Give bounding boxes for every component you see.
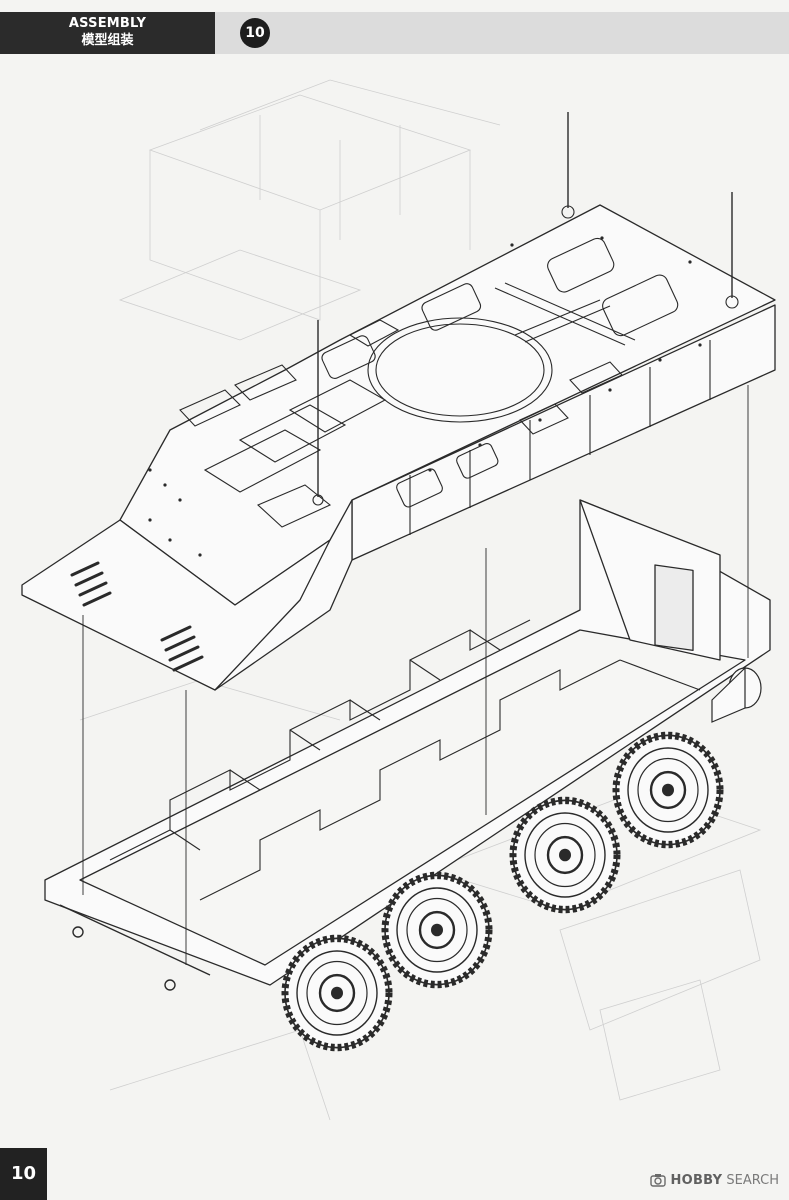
section-title-cn: 模型组装 (81, 33, 134, 48)
section-title-en: ASSEMBLY (68, 16, 147, 31)
wheel-1 (285, 938, 389, 1047)
assembly-guide-lines (82, 385, 749, 965)
rear-exhaust (711, 666, 762, 723)
rivets (148, 236, 702, 557)
camera-icon (650, 1174, 667, 1187)
antennas (317, 112, 733, 497)
watermark: HOBBY SEARCH (650, 1170, 779, 1190)
lower-hull-floor (79, 629, 746, 966)
wheel-2 (385, 875, 489, 984)
watermark-sub: SEARCH (726, 1172, 779, 1188)
turret-ring (367, 317, 553, 423)
glacis-vent-slots (70, 561, 204, 672)
tow-hooks (59, 904, 211, 991)
wheel-4 (616, 735, 720, 844)
header-bar: ASSEMBLY 模型组装 10 (0, 12, 789, 54)
lower-hull-details (109, 619, 701, 901)
watermark-brand: HOBBY (670, 1172, 723, 1188)
lower-hull (44, 499, 771, 986)
wheel-3 (513, 800, 617, 909)
rear-door (654, 564, 694, 651)
page-number: 10 (0, 1148, 47, 1200)
section-title-block: ASSEMBLY 模型组装 (0, 12, 215, 54)
step-number-badge: 10 (240, 18, 270, 48)
upper-deck-details (179, 205, 739, 535)
